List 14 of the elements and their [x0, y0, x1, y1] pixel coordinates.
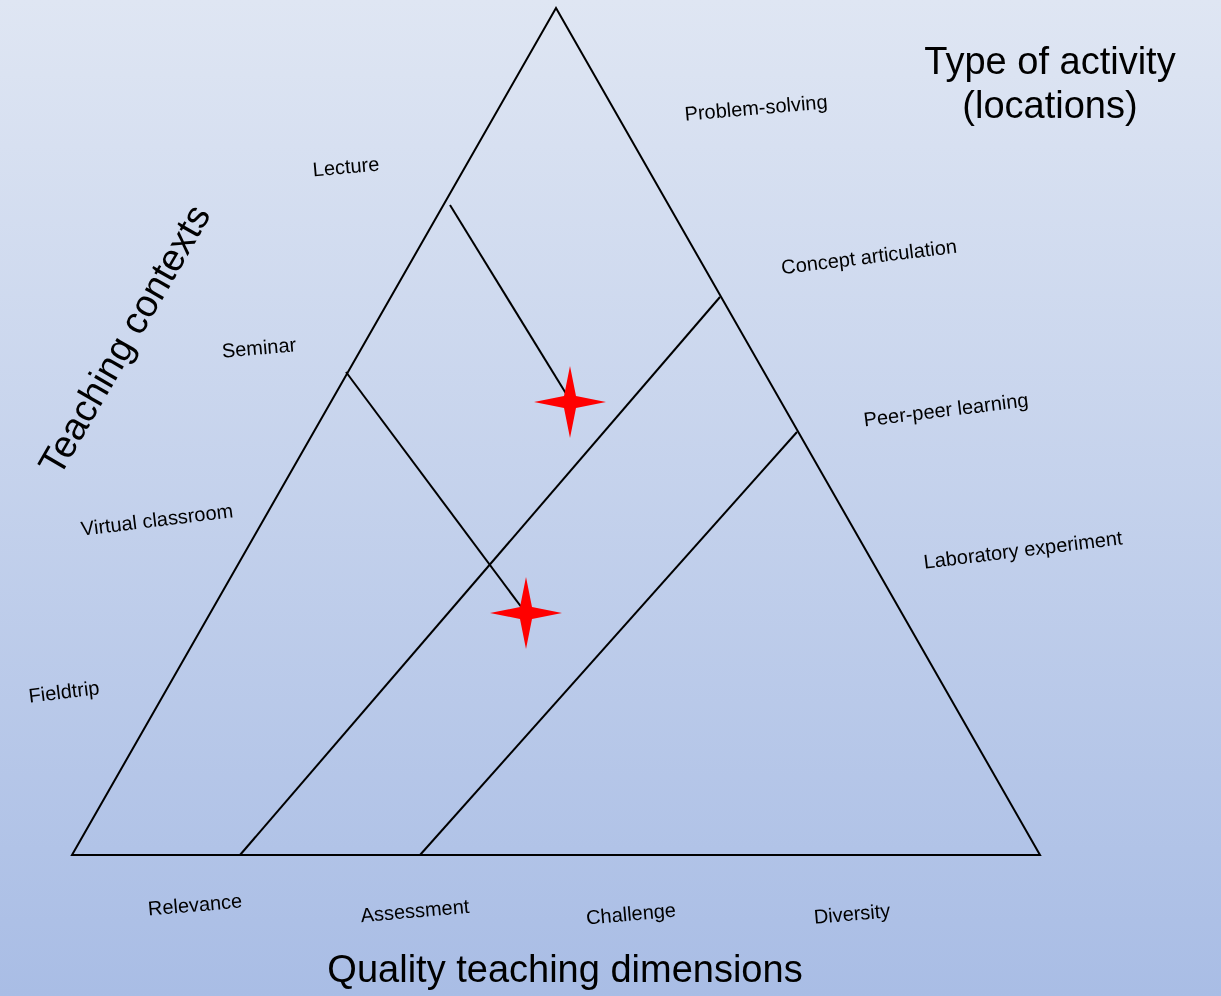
axis-title: Type of activity (locations) — [923, 40, 1177, 128]
category-label: Concept articulation — [779, 234, 959, 280]
category-label: Peer-peer learning — [862, 388, 1030, 432]
category-label: Laboratory experiment — [922, 526, 1124, 574]
category-label: Seminar — [220, 333, 298, 363]
category-label: Diversity — [812, 899, 892, 929]
category-label: Fieldtrip — [27, 676, 101, 708]
category-label: Relevance — [146, 889, 244, 921]
category-label: Assessment — [359, 894, 471, 928]
axis-title: Quality teaching dimensions — [327, 948, 803, 992]
category-label: Lecture — [311, 152, 381, 182]
category-label: Problem-solving — [683, 90, 829, 126]
category-label: Challenge — [585, 898, 677, 930]
category-label: Virtual classroom — [79, 499, 235, 541]
